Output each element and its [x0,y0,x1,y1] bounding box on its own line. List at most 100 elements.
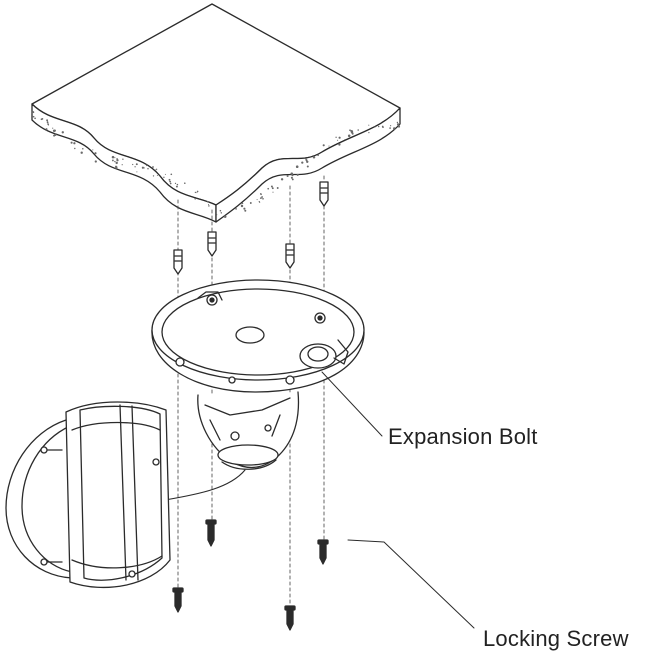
speckle-dot [256,199,258,201]
speckle-dot [270,185,273,188]
speckle-dot [46,129,48,131]
speckle-dot [291,178,294,181]
expansion-bolt-icon [285,243,295,269]
speckle-dot [259,197,262,200]
concrete-texture [31,111,401,218]
speckle-dot [152,175,155,177]
locking-screws [172,519,329,631]
speckle-dot [290,176,293,179]
speckle-dot [389,125,392,127]
speckle-dot [164,173,166,175]
speckle-dot [194,191,197,194]
speckle-dot [272,191,274,193]
speckle-dot [312,155,316,159]
speckle-dot [368,124,370,126]
speckle-dot [368,131,370,134]
locking-screw-icon [284,605,296,631]
speckle-dot [147,168,149,170]
speckle-dot [116,159,119,162]
speckle-dot [243,207,246,210]
speckle-dot [235,208,237,210]
speckle-dot [397,123,399,126]
speckle-dot [393,127,396,130]
expansion-bolt-icon [207,231,217,257]
speckle-dot [196,192,198,194]
speckle-dot [335,136,337,138]
expansion-bolt-leader [321,371,383,437]
speckle-dot [208,205,210,207]
speckle-dot [74,147,76,150]
speckle-dot [389,127,391,129]
speckle-dot [344,139,346,141]
speckle-dot [261,196,264,198]
speckle-dot [143,167,145,169]
speckle-dot [163,176,165,179]
speckle-dot [306,160,309,163]
speckle-dot [286,174,289,178]
expansion-bolt-icon [173,249,183,275]
speckle-dot [145,164,148,167]
speckle-dot [54,133,57,136]
speckle-dot [80,151,83,154]
speckle-dot [280,178,284,181]
speckle-dot [41,118,44,120]
expansion-bolts [173,181,329,275]
speckle-dot [338,136,341,139]
expansion-bolt-icon [319,181,329,207]
speckle-dot [312,155,314,157]
speckle-dot [276,187,279,189]
speckle-dot [136,171,138,173]
speckle-dot [296,173,299,176]
speckle-dot [382,126,384,129]
locking-screw-icon [205,519,217,547]
speckle-dot [349,129,351,132]
speckle-dot [347,134,351,138]
locking-screw-leader [347,539,475,629]
speckle-dot [184,182,186,184]
speckle-dot [82,147,84,150]
speckle-dot [338,143,341,146]
speckle-dot [34,117,36,120]
speckle-dot [322,144,325,147]
speckle-dot [52,127,54,129]
speckle-dot [135,163,138,166]
callout-leaders [321,371,475,629]
locking-screw-icon [317,539,329,565]
speckle-dot [260,193,262,196]
speckle-dot [240,204,244,208]
speckle-dot [114,157,116,159]
dome-camera-icon [5,401,171,589]
speckle-dot [47,124,49,126]
speckle-dot [351,132,354,135]
speckle-dot [396,121,399,124]
speckle-dot [116,166,118,168]
speckle-dot [115,161,118,165]
speckle-dot [168,178,171,181]
speckle-dot [378,125,380,128]
speckle-dot [174,182,177,185]
speckle-dot [262,197,264,200]
camera-module [164,391,300,501]
speckle-dot [220,212,223,214]
alignment-guides [177,175,325,611]
speckle-dot [156,174,158,177]
speckle-dot [397,125,401,128]
speckle-dot [154,169,157,171]
speckle-dot [175,185,178,188]
speckle-dot [141,166,145,169]
speckle-dot [134,166,136,168]
speckle-dot [169,180,172,183]
speckle-dot [152,166,154,168]
speckle-dot [305,159,308,162]
locking-screw-label: Locking Screw [483,626,629,651]
speckle-dot [219,209,222,212]
speckle-dot [114,160,116,163]
speckle-dot [357,129,359,131]
speckle-dot [32,115,35,118]
speckle-dot [122,158,124,160]
speckle-dot [170,173,173,176]
speckle-dot [240,203,242,205]
speckle-dot [374,126,376,128]
